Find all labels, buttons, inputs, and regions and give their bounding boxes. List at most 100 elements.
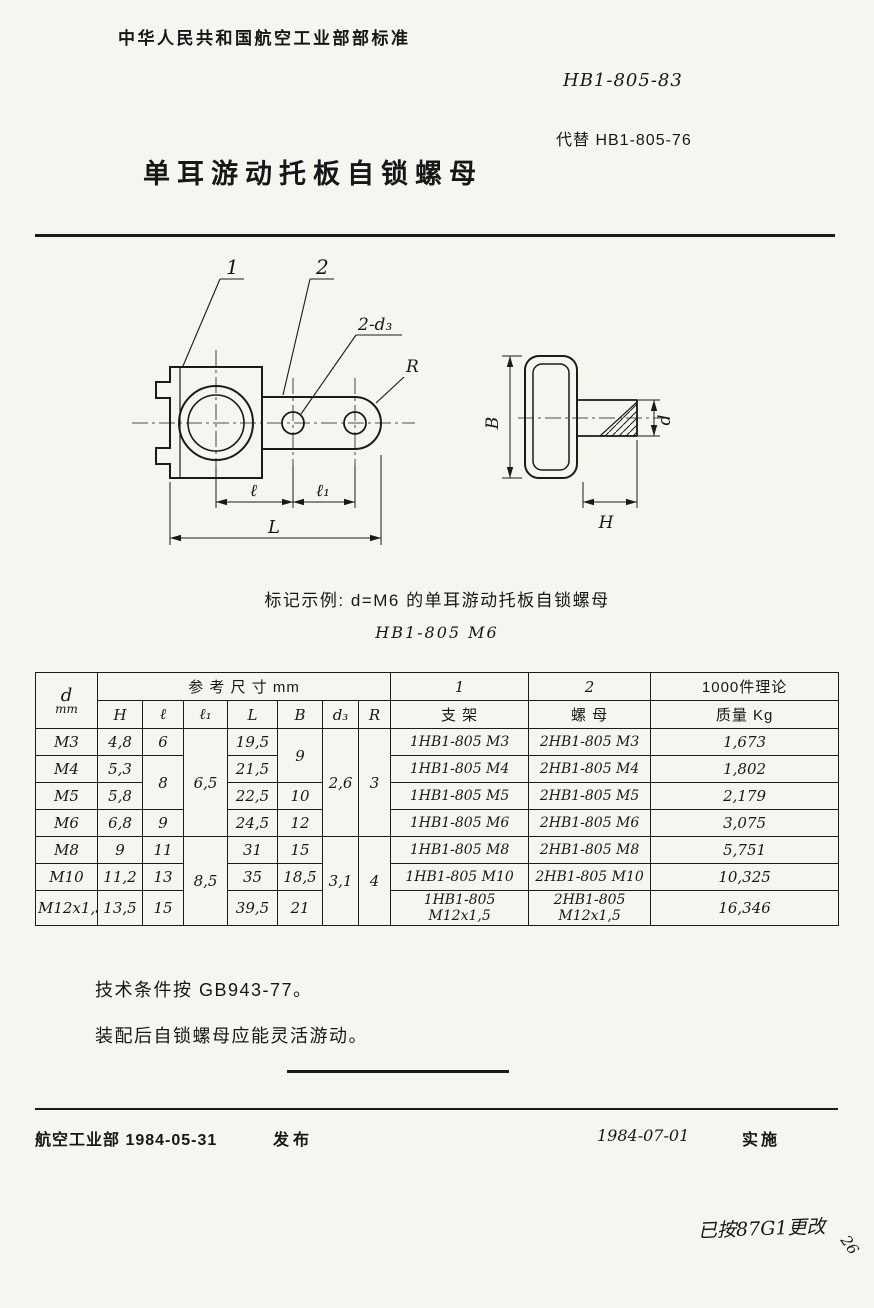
channel-inner (532, 363, 570, 471)
cell-l: 11 (142, 836, 184, 864)
cell-B: 12 (277, 809, 323, 837)
cell-L: 22,5 (227, 782, 278, 810)
plan-dimension-lines (169, 455, 382, 545)
cell-H: 4,8 (97, 728, 143, 756)
dimension-table: d mm 参 考 尺 寸 mm 1 2 1000件理论 H ℓ ℓ₁ L B d… (35, 672, 840, 926)
cell-H: 5,8 (97, 782, 143, 810)
table-row: M12x1,5 13,5 15 39,5 21 1HB1-805 M12x1,5… (35, 890, 840, 926)
cell-H: 13,5 (97, 890, 143, 926)
leader-lines (182, 278, 405, 415)
footer-implementation-date: 1984-07-01 (597, 1126, 690, 1145)
page-number: 26 (836, 1232, 863, 1258)
cell-mass: 2,179 (650, 782, 840, 810)
header-H: H (97, 700, 143, 729)
label-part2: 2 (315, 255, 329, 279)
nut-hatch-section (598, 400, 638, 437)
channel-outer (524, 355, 578, 479)
cell-d: M5 (35, 782, 98, 810)
document-title: 单耳游动托板自锁螺母 (143, 159, 483, 189)
cell-nut: 2HB1-805 M4 (528, 755, 652, 783)
cell-l: 13 (142, 863, 184, 891)
label-dim-B: B (483, 417, 503, 431)
cell-mass: 10,325 (650, 863, 840, 891)
header-part2: 2 (528, 672, 652, 701)
handwritten-revision-note: 已按87G1更改 (697, 1215, 826, 1243)
header-l: ℓ (142, 700, 184, 729)
header-nut: 螺 母 (528, 700, 652, 729)
cell-mass: 1,802 (650, 755, 840, 783)
cell-bracket: 1HB1-805 M8 (390, 836, 530, 864)
header-d: d (60, 684, 73, 706)
thread-hole-outer (178, 385, 254, 461)
technical-drawing: 1 2 2-d₃ R ℓ ℓ₁ L B d H (132, 255, 675, 545)
cell-bracket: 1HB1-805 M12x1,5 (390, 890, 530, 926)
plan-view (155, 366, 382, 479)
rivet-hole-2 (343, 411, 367, 435)
cell-l: 8 (142, 755, 184, 810)
rivet-hole-1 (281, 411, 305, 435)
header-B: B (277, 700, 323, 729)
label-hole-d3: 2-d₃ (357, 315, 392, 335)
side-dimension-lines (502, 355, 660, 508)
cell-nut: 2HB1-805 M8 (528, 836, 652, 864)
cell-R: 4 (357, 836, 392, 926)
cell-B: 21 (277, 890, 323, 926)
cell-l1: 8,5 (183, 836, 228, 926)
label-dim-l: ℓ (250, 481, 257, 501)
cell-d: M4 (35, 755, 98, 783)
table-row: M10 11,2 13 35 18,5 1HB1-805 M10 2HB1-80… (35, 863, 840, 891)
table-row: M3 4,8 6 6,5 19,5 9 2,6 3 1HB1-805 M3 2H… (35, 728, 840, 837)
cell-l: 6 (142, 728, 184, 756)
technical-note-2: 装配后自锁螺母应能灵活游动。 (95, 1026, 368, 1046)
table-header-row-2: H ℓ ℓ₁ L B d₃ R 支 架 螺 母 质量 Kg (36, 700, 840, 729)
cell-B: 15 (277, 836, 323, 864)
header-bracket: 支 架 (390, 700, 530, 729)
cell-H: 6,8 (97, 809, 143, 837)
ministry-header: 中华人民共和国航空工业部部标准 (118, 29, 411, 48)
cell-d3: 2,6 (322, 728, 359, 837)
label-dim-H: H (598, 513, 615, 533)
table-header-row-1: d mm 参 考 尺 寸 mm 1 2 1000件理论 (35, 672, 840, 729)
footer-implementation-label: 实施 (742, 1132, 781, 1149)
header-l1: ℓ₁ (183, 700, 228, 729)
cell-bracket: 1HB1-805 M4 (390, 755, 530, 783)
footer-issuer-date: 航空工业部 1984-05-31 (35, 1132, 218, 1149)
cell-nut: 2HB1-805 M5 (528, 782, 652, 810)
standard-number: HB1-805-83 (563, 70, 683, 91)
footer-divider-line (35, 1108, 838, 1110)
cell-R: 3 (357, 728, 392, 837)
cell-B: 18,5 (277, 863, 323, 891)
cell-d: M6 (35, 809, 98, 837)
header-part1: 1 (390, 672, 530, 701)
marking-example: 标记示例: d=M6 的单耳游动托板自锁螺母 (264, 591, 610, 610)
cell-mass: 3,075 (650, 809, 840, 837)
label-dim-L: L (267, 517, 280, 538)
cell-d3: 3,1 (322, 836, 359, 926)
table-row: M4 5,3 8 21,5 1HB1-805 M4 2HB1-805 M4 1,… (35, 755, 840, 810)
cell-bracket: 1HB1-805 M6 (390, 809, 530, 837)
cell-L: 35 (227, 863, 278, 891)
cell-l1: 6,5 (183, 728, 228, 837)
cell-mass: 5,751 (650, 836, 840, 864)
label-radius: R (405, 357, 419, 377)
notes-underline (287, 1070, 509, 1073)
replaces-note: 代替 HB1-805-76 (556, 132, 692, 149)
cell-L: 39,5 (227, 890, 278, 926)
cell-nut: 2HB1-805 M3 (528, 728, 652, 756)
cell-bracket: 1HB1-805 M3 (390, 728, 530, 756)
technical-note-1: 技术条件按 GB943-77。 (95, 980, 313, 1000)
cell-d: M10 (35, 863, 98, 891)
cell-l: 15 (142, 890, 184, 926)
header-mass-2: 质量 Kg (650, 700, 840, 729)
header-ref-dims: 参 考 尺 寸 mm (96, 672, 392, 701)
plate-outline (262, 396, 382, 450)
cell-B: 9 (277, 728, 323, 783)
thread-hole-inner (187, 394, 245, 452)
cell-L: 21,5 (227, 755, 278, 783)
cell-nut: 2HB1-805 M6 (528, 809, 652, 837)
cell-mass: 1,673 (650, 728, 840, 756)
cell-mass: 16,346 (650, 890, 840, 926)
header-d3: d₃ (322, 700, 359, 729)
cell-H: 11,2 (97, 863, 143, 891)
